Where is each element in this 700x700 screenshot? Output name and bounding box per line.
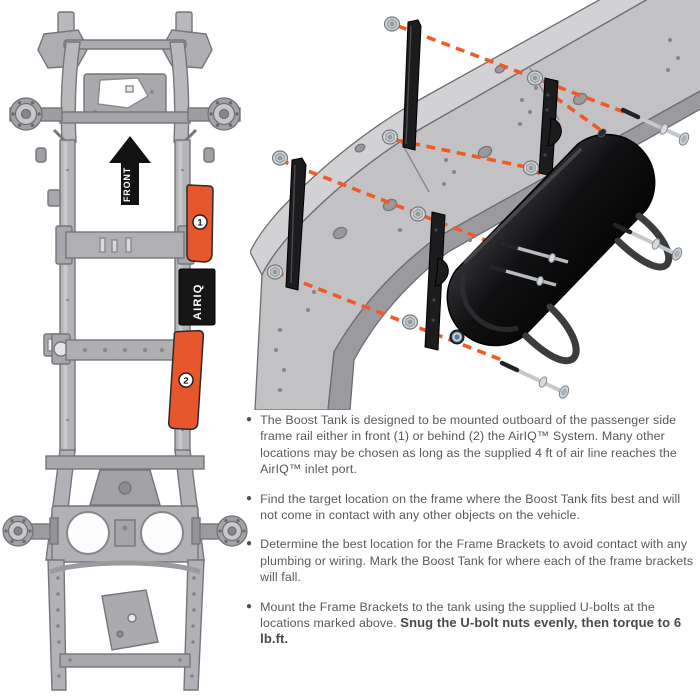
airiq-system-label: AIRIQ [178,268,216,326]
tank-inlet-port [449,329,465,345]
mounting-bolt [499,360,570,399]
u-bolt-threaded-legs [490,242,569,287]
chassis-top-view-illustration: FRONT 1 AIRIQ 2 [2,11,248,691]
bullet-icon [246,412,252,478]
crossmember-mid [51,333,185,365]
flange-nut [381,129,399,145]
flange-nut [401,314,419,330]
boost-tank-exploded-view [250,0,700,410]
instruction-item: Mount the Frame Brackets to the tank usi… [246,599,696,648]
instruction-text-bold: Snug the U-bolt nuts evenly, then torque… [260,615,682,647]
mounting-bolt [612,222,683,261]
flange-nut [522,160,540,176]
alignment-dashed-line [279,158,504,249]
flange-nut [266,264,284,280]
frame-rails [43,139,191,453]
airiq-label-text: AIRIQ [192,283,204,320]
mounting-bolts [499,107,690,399]
frame-bracket [285,157,307,291]
u-bolts [522,212,673,365]
alignment-dashed-line [397,24,625,114]
front-arrow: FRONT [109,136,151,205]
bullet-icon [246,491,252,524]
instruction-text-normal: Mount the Frame Brackets to the tank usi… [260,599,655,631]
instruction-item: Determine the best location for the Fram… [246,536,696,585]
mounting-bolt [620,107,690,146]
rear-frame-section [5,449,245,563]
u-bolt [522,303,580,365]
u-bolt [614,212,673,271]
frame-rail [250,0,700,410]
instruction-item: The Boost Tank is designed to be mounted… [246,412,696,478]
boost-tank-location-marker-1: 1 [186,184,214,263]
alignment-dashed-line [274,270,503,362]
instruction-text: Determine the best location for the Fram… [260,537,694,585]
crossmember-front [55,225,195,265]
flange-nut [526,70,544,86]
marker-1-label: 1 [197,218,202,228]
chassis-frame [9,11,241,163]
alignment-dashed-line [553,95,604,133]
rail-holes [332,64,588,240]
instruction-text: Find the target location on the frame wh… [260,491,681,523]
bullet-icon [246,599,252,648]
bullet-icon [246,536,252,585]
frame-brackets [285,19,562,351]
instruction-text: The Boost Tank is designed to be mounted… [260,413,677,477]
boost-tank-location-marker-2: 2 [168,329,205,431]
flange-nut [271,150,289,166]
flange-nut [409,206,427,222]
frame-bracket [424,211,446,351]
flange-nut [383,16,401,32]
rear-wheel-hubs [2,515,248,547]
instruction-list: The Boost Tank is designed to be mounted… [246,412,696,661]
marker-2-label: 2 [183,376,189,386]
rear-ladder-rails [47,559,205,691]
instruction-item: Find the target location on the frame wh… [246,491,696,524]
front-arrow-label: FRONT [122,167,132,202]
instruction-text: Mount the Frame Brackets to the tank usi… [260,599,696,648]
front-wheel-hubs [9,97,241,131]
